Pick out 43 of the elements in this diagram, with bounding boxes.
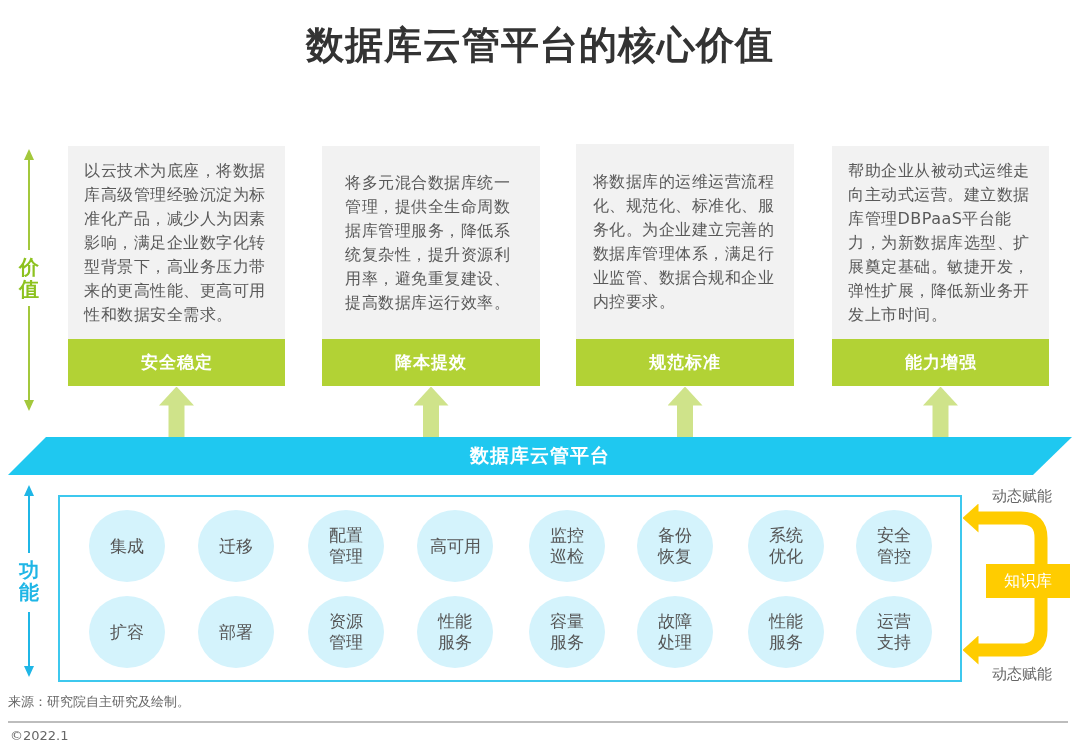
side-label: 价值 [19,256,39,300]
edge-label: 动态赋能 [992,487,1052,506]
function-label: 故障处理 [657,611,693,653]
function-panel [58,495,962,682]
function-label: 运营支持 [876,611,912,653]
function-label: 系统优化 [768,525,804,567]
diagram-title: 数据库云管平台的核心价值 [306,22,774,69]
card-title-bar: 能力增强 [832,339,1049,386]
knowledge-base-tag: 知识库 [986,564,1070,598]
block-arrow [923,386,958,437]
copyright-text: ©2022.1 [10,728,69,743]
edge-label: 动态赋能 [992,665,1052,684]
function-label: 性能服务 [437,611,473,653]
value-card [832,146,1049,386]
card-description: 将数据库的运维运营流程化、规范化、标准化、服务化。为企业建立完善的数据库管理体系，满足行业监管、数据合规和企业内控要求。 [592,170,775,313]
function-label: 备份恢复 [657,525,693,567]
function-label: 部署 [219,621,253,643]
function-label: 监控巡检 [549,525,585,567]
function-label: 资源管理 [328,611,364,653]
card-description: 帮助企业从被动式运维走向主动式运营。建立数据库管理DBPaaS平台能力，为新数据库选型、扩展奠定基础。敏捷开发，弹性扩展，降低新业务开发上市时间。 [848,159,1031,326]
function-label: 容量服务 [549,611,585,653]
function-label: 扩容 [110,621,144,643]
function-label: 集成 [110,535,144,557]
function-label: 性能服务 [768,611,804,653]
card-title-bar: 安全稳定 [68,339,285,386]
card-description: 以云技术为底座，将数据库高级管理经验沉淀为标准化产品，减少人为因素影响，满足企业数字化转型背景下，高业务压力带来的更高性能、更高可用性和数据安全需求。 [84,159,267,326]
function-label: 迁移 [219,535,253,557]
side-label: 功能 [19,559,39,603]
card-title-bar: 降本提效 [322,339,540,386]
platform-banner [8,437,1072,475]
function-label: 安全管控 [876,525,912,567]
source-note: 来源：研究院自主研究及绘制。 [8,693,190,711]
function-label: 配置管理 [328,525,364,567]
value-card [322,146,540,386]
card-title-bar: 规范标准 [576,339,794,386]
value-card [68,146,285,386]
card-description: 将多元混合数据库统一管理，提供全生命周数据库管理服务，降低系统复杂性，提升资源利用率，避免重复建设、提高数据库运行效率。 [345,171,511,314]
block-arrow [413,386,449,437]
block-arrow [159,386,194,437]
function-label: 高可用 [429,535,481,557]
banner-title: 数据库云管平台 [470,443,610,468]
value-card [576,144,794,386]
block-arrow [667,386,703,437]
